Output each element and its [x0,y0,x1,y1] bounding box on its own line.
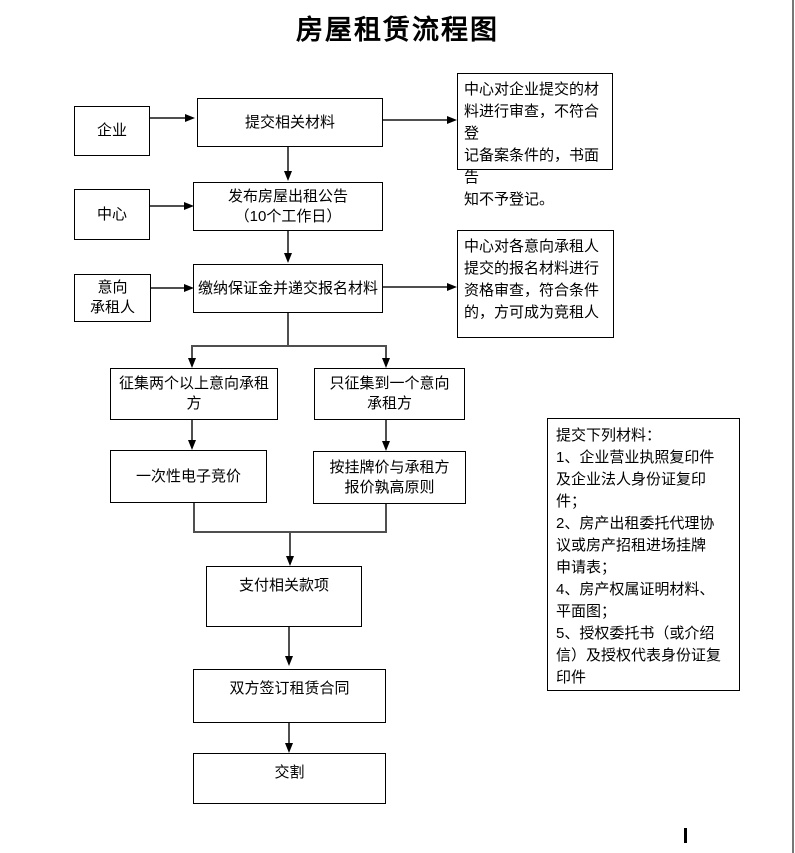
connector-enterprise-submit [150,117,185,119]
connector-branch-price-rule [385,420,387,442]
note-box-required-materials: 提交下列材料： 1、企业营业执照复印件 及企业法人身份证复印 件； 2、房产出租… [547,418,740,691]
arrowhead-down-icon [285,656,293,666]
arrowhead-down-icon [284,253,292,263]
arrowhead-right-icon [184,284,194,292]
connector-converge-payment [289,531,291,557]
actor-box-enterprise: 企业 [74,106,150,156]
step-box-two-or-more-tenants: 征集两个以上意向承租 方 [110,368,278,420]
page-right-border [792,0,794,853]
arrowhead-right-icon [447,283,457,291]
text-cursor[interactable] [684,828,687,843]
connector-deposit-split [287,313,289,347]
step-box-higher-price-rule: 按挂牌价与承租方 报价孰高原则 [313,451,466,504]
step-box-submit-materials: 提交相关材料 [197,98,383,147]
arrowhead-right-icon [185,114,195,122]
connector-payment-contract [288,627,290,657]
connector-converge-right [385,504,387,533]
arrowhead-down-icon [188,358,196,368]
note-box-material-review: 中心对企业提交的材 料进行审查，不符合登 记备案条件的，书面告 知不予登记。 [457,73,613,208]
step-box-pay-deposit: 缴纳保证金并递交报名材料 [193,264,383,313]
arrowhead-down-icon [286,556,294,566]
arrowhead-right-icon [184,202,194,210]
step-box-only-one-tenant: 只征集到一个意向 承租方 [314,368,465,420]
connector-split-horizontal [191,345,387,347]
connector-split-left [191,345,193,359]
step-box-electronic-bidding: 一次性电子竞价 [110,450,267,503]
arrowhead-right-icon [447,116,457,124]
connector-center-publish [150,205,184,207]
step-box-publish-notice: 发布房屋出租公告 （10个工作日） [193,182,383,231]
note-box-qualification-review: 中心对各意向承租人 提交的报名材料进行 资格审查，符合条件 的，方可成为竞租人 [457,230,614,338]
step-box-sign-contract: 双方签订租赁合同 [193,669,386,723]
connector-submit-publish [287,147,289,172]
connector-contract-handover [288,723,290,744]
connector-tenant-deposit [151,287,184,289]
connector-branch-bidding [191,420,193,441]
arrowhead-down-icon [285,743,293,753]
connector-converge-left [193,503,195,533]
connector-deposit-note2 [383,286,447,288]
actor-box-center: 中心 [74,189,150,240]
connector-submit-note1 [383,119,447,121]
diagram-title: 房屋租赁流程图 [296,15,499,45]
arrowhead-down-icon [382,441,390,451]
arrowhead-down-icon [284,171,292,181]
actor-box-intended-tenant: 意向 承租人 [74,274,151,322]
connector-split-right [385,345,387,359]
arrowhead-down-icon [188,440,196,450]
step-box-make-payment: 支付相关款项 [206,566,362,627]
connector-publish-deposit [287,231,289,254]
step-box-handover: 交割 [193,753,386,804]
arrowhead-down-icon [382,358,390,368]
